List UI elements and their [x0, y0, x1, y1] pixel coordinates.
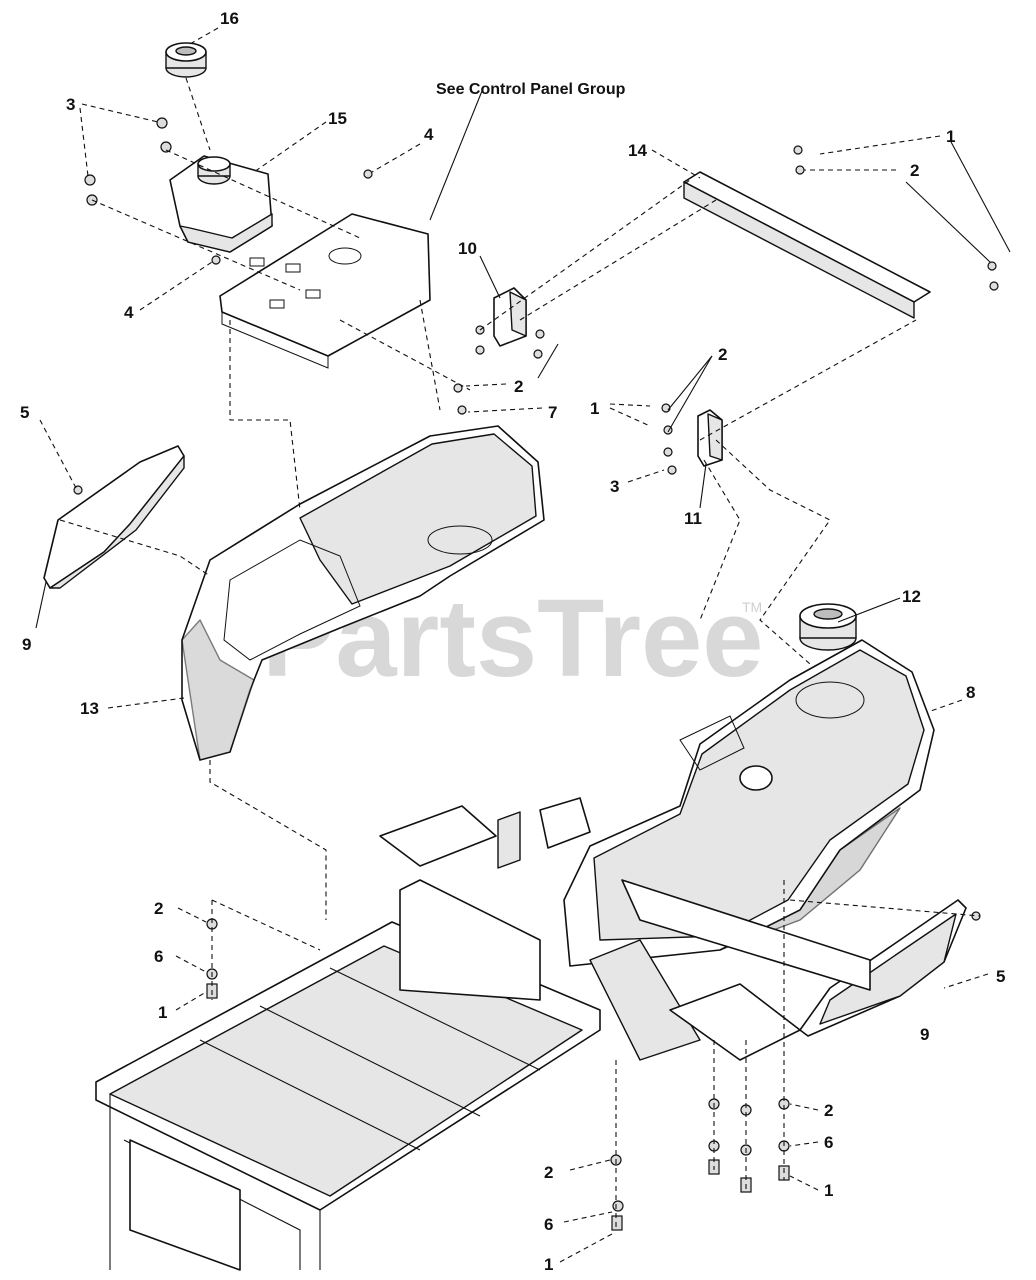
chassis-frame: [95, 797, 871, 1271]
side-panel-part-9-left: [43, 445, 185, 589]
callout-1: 1: [590, 399, 599, 418]
callout-5: 5: [996, 967, 1005, 986]
callout-2: 2: [154, 899, 163, 918]
callout-13: 13: [80, 699, 99, 718]
callout-2: 2: [718, 345, 727, 364]
callout-9: 9: [920, 1025, 929, 1044]
watermark-trademark: TM: [742, 599, 762, 615]
hardware-group: [73, 117, 999, 1231]
callout-14: 14: [628, 141, 647, 160]
callout-16: 16: [220, 9, 239, 28]
see-control-panel-group-note: See Control Panel Group: [436, 81, 626, 98]
callout-leaders: [35, 27, 1011, 1263]
callout-2: 2: [514, 377, 523, 396]
callout-3: 3: [610, 477, 619, 496]
callout-2: 2: [910, 161, 919, 180]
callout-9: 9: [22, 635, 31, 654]
fuel-tank-part-15: [169, 155, 273, 253]
control-panel-plate: [219, 213, 431, 369]
callout-1: 1: [544, 1255, 553, 1274]
callout-5: 5: [20, 403, 29, 422]
callout-12: 12: [902, 587, 921, 606]
callout-6: 6: [824, 1133, 833, 1152]
callout-6: 6: [154, 947, 163, 966]
callout-7: 7: [548, 403, 557, 422]
callout-3: 3: [66, 95, 75, 114]
fuel-cap-part-12: [799, 603, 857, 651]
callout-labels: 16 3 15 4 4 14 1 2 10 2 7 2 1 3 11 5 9 1…: [20, 9, 1005, 1274]
callout-8: 8: [966, 683, 975, 702]
callout-11: 11: [684, 509, 702, 528]
bracket-part-11: [697, 409, 723, 467]
assembly-lines: [59, 77, 981, 1230]
support-bar-part-14: [683, 171, 931, 319]
callout-2: 2: [544, 1163, 553, 1182]
callout-1: 1: [946, 127, 955, 146]
callout-6: 6: [544, 1215, 553, 1234]
callout-2: 2: [824, 1101, 833, 1120]
callout-1: 1: [158, 1003, 167, 1022]
callout-4: 4: [424, 125, 434, 144]
left-fender-part-13: [181, 425, 545, 761]
callout-10: 10: [458, 239, 477, 258]
side-panel-part-9-right: [799, 899, 967, 1037]
callout-4: 4: [124, 303, 134, 322]
callout-15: 15: [328, 109, 347, 128]
fuel-cap-part-16: [165, 42, 207, 78]
callout-1: 1: [824, 1181, 833, 1200]
